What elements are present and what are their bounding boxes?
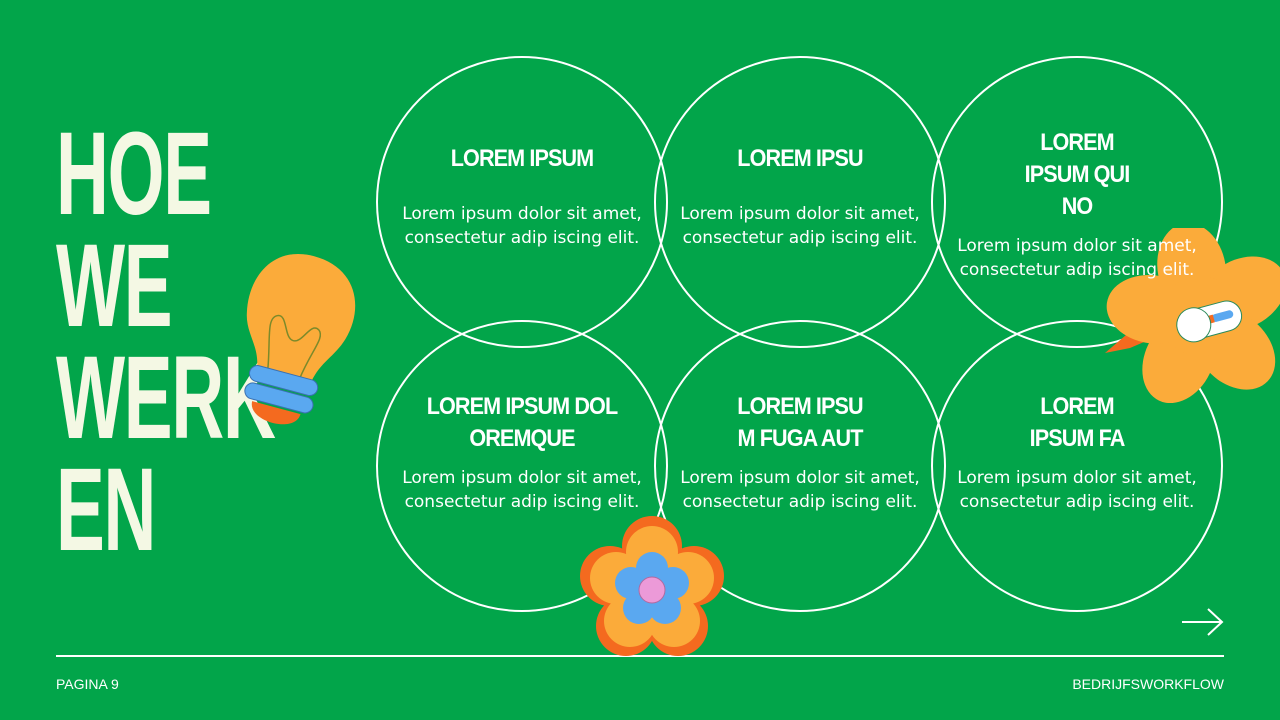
card-heading: LOREM IPSU M FUGA AUT [737, 393, 863, 452]
card-heading: LOREM IPSUM FA [1029, 393, 1126, 452]
card-4: LOREM IPSUM DOL OREMQUE Lorem ipsum dolo… [402, 391, 642, 514]
page-number: PAGINA 9 [56, 676, 119, 692]
card-heading: LOREM IPSUM [450, 145, 594, 172]
card-heading: LOREM IPSUM DOL OREMQUE [426, 393, 618, 452]
flower-illustration [580, 516, 724, 656]
card-body: Lorem ipsum dolor sit amet, consectetur … [957, 468, 1197, 512]
flower-toggle-illustration [1105, 228, 1280, 403]
card-3: LOREM IPSUM QUI NO Lorem ipsum dolor sit… [957, 127, 1197, 282]
footer-divider [56, 655, 1224, 657]
card-heading: LOREM IPSUM QUI NO [1024, 129, 1131, 220]
card-6: LOREM IPSUM FA Lorem ipsum dolor sit ame… [957, 391, 1197, 514]
card-2: LOREM IPSU Lorem ipsum dolor sit amet, c… [680, 143, 920, 250]
arrow-right-icon[interactable] [1180, 606, 1226, 638]
circle-6 [931, 320, 1223, 612]
card-body: Lorem ipsum dolor sit amet, consectetur … [957, 236, 1197, 280]
card-body: Lorem ipsum dolor sit amet, consectetur … [680, 468, 920, 512]
section-label: BEDRIJFSWORKFLOW [1072, 676, 1224, 692]
card-heading: LOREM IPSU [737, 145, 863, 172]
card-body: Lorem ipsum dolor sit amet, consectetur … [402, 204, 642, 248]
card-1: LOREM IPSUM Lorem ipsum dolor sit amet, … [402, 143, 642, 250]
lightbulb-illustration [244, 254, 356, 425]
card-5: LOREM IPSU M FUGA AUT Lorem ipsum dolor … [680, 391, 920, 514]
page-title: HOE WE WERK EN [56, 108, 276, 576]
card-body: Lorem ipsum dolor sit amet, consectetur … [402, 468, 642, 512]
card-body: Lorem ipsum dolor sit amet, consectetur … [680, 204, 920, 248]
